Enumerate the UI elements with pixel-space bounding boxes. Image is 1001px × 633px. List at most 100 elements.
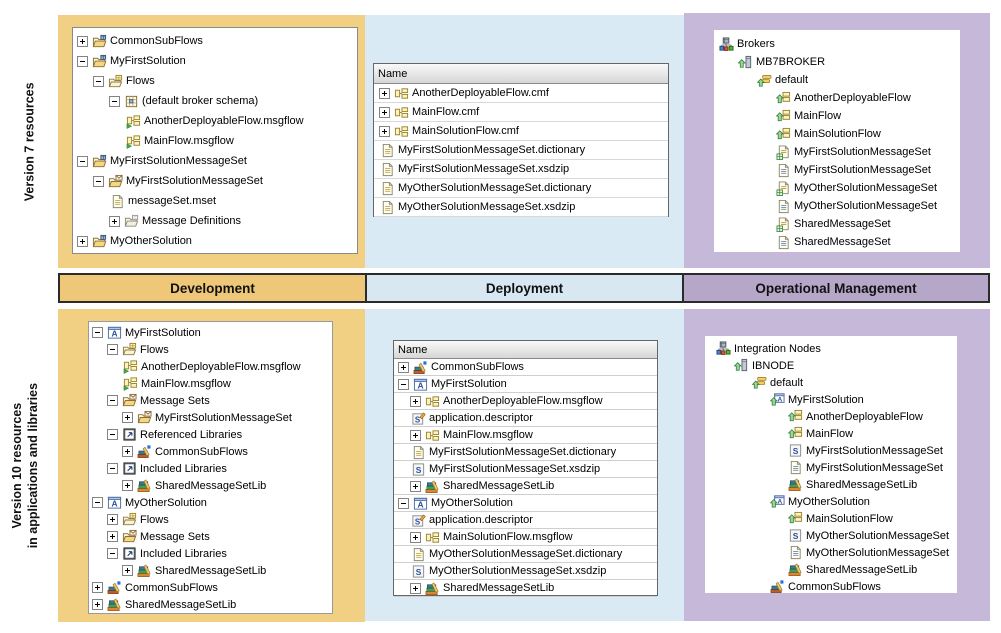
collapse-minus-icon[interactable] — [107, 429, 118, 440]
tree-item[interactable]: MainFlow.msgflow — [394, 427, 657, 444]
tree-item[interactable]: SharedMessageSetLib — [89, 562, 332, 579]
tree-item[interactable]: CommonSubFlows — [394, 359, 657, 376]
collapse-minus-icon[interactable] — [93, 175, 104, 187]
tree-item[interactable]: Message Sets — [89, 528, 332, 545]
tree-item[interactable]: MyFirstSolutionMessageSet — [705, 459, 957, 476]
tree-item[interactable]: SharedMessageSetLib — [89, 596, 332, 613]
collapse-minus-icon[interactable] — [77, 155, 88, 167]
tree-item[interactable]: Flows — [73, 71, 357, 91]
expand-plus-icon[interactable] — [107, 531, 118, 542]
expand-plus-icon[interactable] — [410, 480, 421, 492]
tree-item[interactable]: Flows — [89, 511, 332, 528]
tree-item[interactable]: MyFirstSolutionMessageSet — [714, 161, 960, 179]
tree-item[interactable]: SharedMessageSetLib — [394, 580, 657, 597]
tree-item[interactable]: MainFlow.cmf — [374, 103, 668, 122]
tree-item[interactable]: SharedMessageSet — [714, 233, 960, 251]
expand-plus-icon[interactable] — [122, 446, 133, 457]
collapse-minus-icon[interactable] — [92, 327, 103, 338]
expand-plus-icon[interactable] — [379, 125, 390, 137]
tree-item[interactable]: CommonSubFlows — [89, 443, 332, 460]
tree-item[interactable]: MainSolutionFlow.msgflow — [394, 529, 657, 546]
tree-item[interactable]: SharedMessageSetLib — [705, 561, 957, 578]
collapse-minus-icon[interactable] — [398, 378, 409, 390]
tree-item[interactable]: MyOtherSolution — [73, 231, 357, 251]
collapse-minus-icon[interactable] — [77, 55, 88, 67]
tree-item[interactable]: MainFlow — [705, 425, 957, 442]
tree-item[interactable]: SharedMessageSetLib — [705, 476, 957, 493]
tree-item[interactable]: IBNODE — [705, 357, 957, 374]
tree-item[interactable]: default — [714, 71, 960, 89]
tree-item[interactable]: default — [705, 374, 957, 391]
tree-item[interactable]: Integration Nodes — [705, 340, 957, 357]
tree-item[interactable]: MB7BROKER — [714, 53, 960, 71]
expand-plus-icon[interactable] — [410, 582, 421, 594]
tree-item[interactable]: Included Libraries — [89, 460, 332, 477]
tree-item[interactable]: (default broker schema) — [73, 91, 357, 111]
expand-plus-icon[interactable] — [379, 106, 390, 118]
tree-item[interactable]: CommonSubFlows — [89, 579, 332, 596]
tree-item[interactable]: MyFirstSolutionMessageSet — [73, 171, 357, 191]
tree-item[interactable]: MainSolutionFlow — [705, 510, 957, 527]
expand-plus-icon[interactable] — [410, 531, 421, 543]
tree-item[interactable]: messageSet.mset — [73, 191, 357, 211]
collapse-minus-icon[interactable] — [107, 463, 118, 474]
expand-plus-icon[interactable] — [107, 514, 118, 525]
collapse-minus-icon[interactable] — [398, 497, 409, 509]
tree-item[interactable]: SharedMessageSetLib — [394, 478, 657, 495]
tree-item[interactable]: Message Definitions — [73, 211, 357, 231]
tree-item[interactable]: MyFirstSolutionMessageSet.xsdzip — [374, 160, 668, 179]
tree-item[interactable]: MyFirstSolutionMessageSet — [89, 409, 332, 426]
tree-item[interactable]: MainSolutionFlow — [714, 125, 960, 143]
tree-item[interactable]: CommonSubFlows — [73, 31, 357, 51]
expand-plus-icon[interactable] — [109, 215, 120, 227]
tree-item[interactable]: AnotherDeployableFlow.msgflow — [89, 358, 332, 375]
tree-item[interactable]: MainFlow.msgflow — [73, 131, 357, 151]
tree-item[interactable]: AnotherDeployableFlow — [714, 89, 960, 107]
tree-item[interactable]: SharedMessageSet — [714, 215, 960, 233]
tree-item[interactable]: MyFirstSolutionMessageSet — [73, 151, 357, 171]
expand-plus-icon[interactable] — [410, 429, 421, 441]
collapse-minus-icon[interactable] — [109, 95, 120, 107]
tree-item[interactable]: SharedMessageSetLib — [89, 477, 332, 494]
tree-item[interactable]: MainFlow — [714, 107, 960, 125]
tree-item[interactable]: Brokers — [714, 35, 960, 53]
expand-plus-icon[interactable] — [77, 235, 88, 247]
tree-item[interactable]: MyFirstSolutionMessageSet.dictionary — [394, 444, 657, 461]
tree-item[interactable]: AnotherDeployableFlow.msgflow — [394, 393, 657, 410]
tree-item[interactable]: AnotherDeployableFlow.msgflow — [73, 111, 357, 131]
tree-item[interactable]: Referenced Libraries — [89, 426, 332, 443]
collapse-minus-icon[interactable] — [92, 497, 103, 508]
tree-item[interactable]: Included Libraries — [89, 545, 332, 562]
expand-plus-icon[interactable] — [398, 361, 409, 373]
expand-plus-icon[interactable] — [410, 395, 421, 407]
tree-item[interactable]: Flows — [89, 341, 332, 358]
expand-plus-icon[interactable] — [122, 565, 133, 576]
tree-item[interactable]: MyFirstSolutionMessageSet.dictionary — [374, 141, 668, 160]
tree-item[interactable]: MyOtherSolutionMessageSet — [714, 179, 960, 197]
expand-plus-icon[interactable] — [92, 582, 103, 593]
tree-item[interactable]: MyFirstSolution — [73, 51, 357, 71]
expand-plus-icon[interactable] — [122, 480, 133, 491]
tree-item[interactable]: AnotherDeployableFlow.cmf — [374, 84, 668, 103]
tree-item[interactable]: MyOtherSolutionMessageSet.dictionary — [394, 546, 657, 563]
expand-plus-icon[interactable] — [122, 412, 133, 423]
collapse-minus-icon[interactable] — [93, 75, 104, 87]
expand-plus-icon[interactable] — [77, 35, 88, 47]
expand-plus-icon[interactable] — [92, 599, 103, 610]
tree-item[interactable]: MyOtherSolutionMessageSet — [714, 197, 960, 215]
tree-item[interactable]: CommonSubFlows — [705, 578, 957, 595]
collapse-minus-icon[interactable] — [107, 548, 118, 559]
tree-item[interactable]: MainFlow.msgflow — [89, 375, 332, 392]
